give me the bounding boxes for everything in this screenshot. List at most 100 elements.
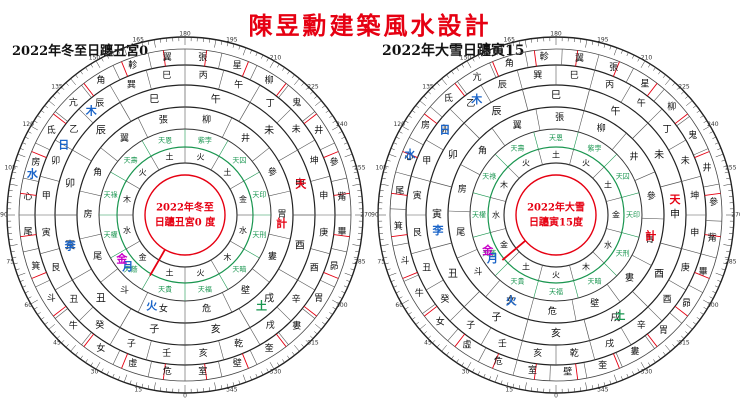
degree-tick	[686, 324, 693, 330]
degree-tick	[314, 95, 318, 99]
degree-tick	[33, 120, 38, 124]
mountain-label: 午	[234, 79, 243, 91]
degree-tick	[56, 335, 60, 339]
mansion-label: 軫	[540, 50, 549, 62]
degree-tick	[310, 335, 314, 339]
palace-divider	[119, 102, 132, 122]
inner-divider	[606, 228, 622, 233]
degree-tick	[208, 38, 211, 43]
middle-divider	[456, 249, 478, 259]
degree-tick	[672, 344, 676, 348]
mountain-label: 卯	[51, 155, 60, 166]
green-divider	[573, 280, 579, 299]
green-label: 天刑	[616, 250, 630, 258]
palace-label: 卯	[65, 178, 75, 190]
element-label: 金	[612, 210, 620, 220]
degree-label: 225	[307, 84, 319, 91]
palace-divider	[119, 308, 132, 328]
mountain-label: 乾	[234, 337, 243, 349]
element-label: 木	[123, 194, 131, 204]
degree-tick	[15, 268, 20, 271]
degree-tick	[494, 47, 499, 56]
degree-tick	[603, 43, 606, 48]
red-marker-tick	[333, 192, 350, 196]
degree-tick	[52, 331, 56, 335]
degree-tick	[301, 344, 305, 348]
mansion-divider	[331, 248, 347, 253]
degree-tick	[530, 387, 533, 392]
mountain-label: 亥	[199, 347, 208, 359]
degree-tick	[415, 321, 420, 325]
mansion-divider	[81, 85, 92, 98]
degree-tick	[282, 67, 285, 71]
degree-tick	[80, 355, 83, 360]
degree-label: 285	[354, 258, 366, 265]
degree-tick	[724, 171, 729, 174]
inner-divider	[125, 180, 141, 190]
green-divider	[621, 232, 640, 238]
green-label: 天恩	[549, 134, 563, 142]
degree-tick	[427, 335, 431, 339]
degree-tick	[632, 54, 635, 59]
degree-tick	[579, 387, 582, 392]
degree-tick	[466, 362, 472, 370]
degree-tick	[386, 268, 391, 271]
degree-label: 300	[707, 302, 719, 309]
mansion-divider	[478, 347, 487, 362]
inner-divider	[229, 180, 245, 190]
degree-tick	[637, 57, 640, 62]
mountain-divider	[310, 175, 330, 182]
degree-tick	[37, 312, 41, 315]
degree-tick	[723, 183, 732, 186]
mountain-divider	[425, 139, 444, 151]
inner-divider	[538, 149, 543, 165]
degree-label: 210	[641, 55, 653, 62]
degree-tick	[390, 279, 395, 282]
degree-tick	[398, 296, 403, 299]
green-label: 天囚	[232, 157, 246, 165]
degree-tick	[726, 250, 731, 253]
middle-divider	[252, 268, 270, 283]
degree-tick	[715, 153, 724, 158]
mansion-label: 婁	[292, 320, 301, 332]
degree-tick	[287, 70, 290, 75]
mountain-divider	[54, 279, 73, 291]
mansion-label: 危	[163, 365, 172, 377]
degree-tick	[341, 136, 346, 139]
planet-label: 李	[64, 238, 77, 252]
planet-label: 土	[614, 308, 625, 322]
degree-tick	[214, 39, 217, 48]
green-label: 天權	[472, 210, 486, 219]
degree-tick	[352, 183, 361, 186]
degree-tick	[728, 189, 733, 192]
mountain-divider	[425, 279, 444, 291]
mountain-divider	[249, 84, 261, 103]
degree-tick	[37, 115, 41, 118]
mansion-label: 參	[709, 196, 718, 208]
planet-label: 金	[481, 243, 494, 257]
degree-tick	[141, 42, 144, 47]
degree-tick	[10, 250, 15, 253]
green-label: 天福	[549, 287, 563, 296]
mansion-label: 鬼	[292, 96, 301, 108]
center-label: 日躔寅15度	[529, 216, 584, 229]
degree-tick	[408, 312, 412, 315]
degree-tick	[640, 60, 646, 68]
degree-tick	[597, 42, 600, 47]
mountain-label: 乙	[69, 124, 78, 135]
green-label: 天暗	[232, 264, 246, 273]
degree-tick	[344, 153, 353, 158]
green-label: 天貴	[511, 277, 525, 286]
degree-tick	[703, 125, 711, 131]
palace-label: 戌	[611, 311, 621, 324]
green-divider	[494, 262, 509, 277]
mansion-label: 牛	[415, 287, 424, 299]
red-marker-tick	[53, 113, 67, 125]
mountain-label: 申	[690, 226, 699, 238]
degree-label: 315	[307, 340, 319, 347]
middle-divider	[79, 190, 102, 197]
degree-tick	[350, 268, 355, 271]
middle-divider	[448, 210, 471, 213]
green-divider	[141, 273, 152, 290]
degree-tick	[603, 382, 606, 387]
